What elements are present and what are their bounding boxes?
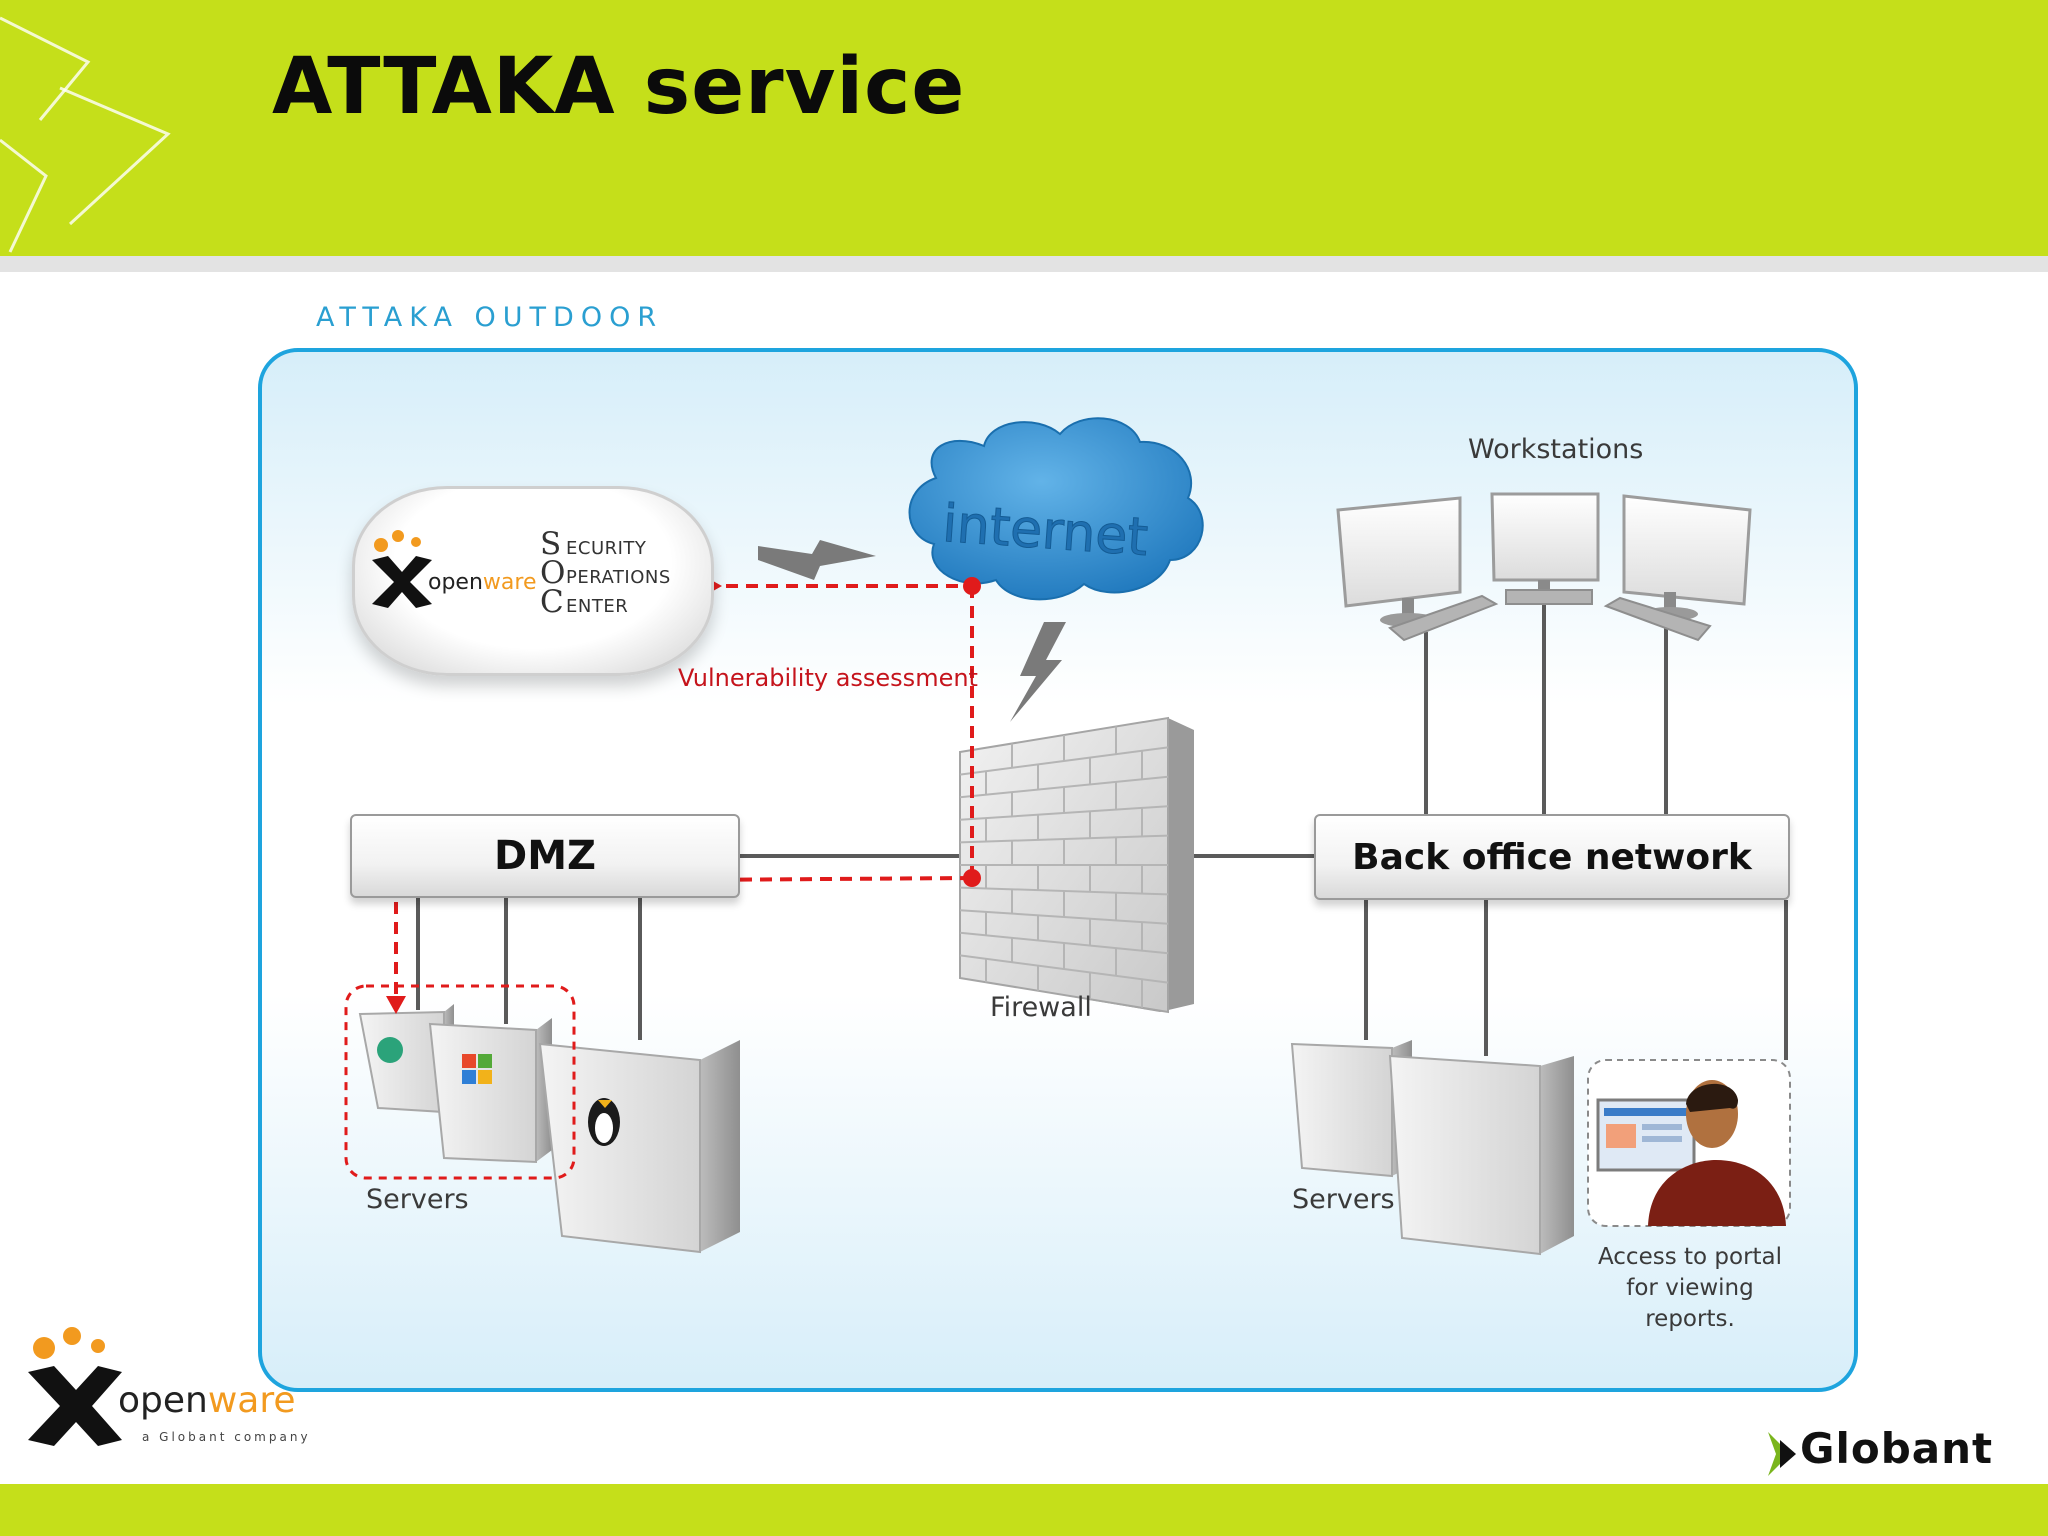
connector-lines bbox=[416, 604, 1788, 1060]
soc-initial: O bbox=[540, 555, 566, 591]
soc-initial: S bbox=[540, 526, 562, 562]
wordmark-open: open bbox=[428, 570, 483, 595]
servers-right-label: Servers bbox=[1292, 1184, 1395, 1215]
wordmark-open: open bbox=[118, 1380, 208, 1421]
lightning-bolt-icon bbox=[758, 540, 876, 580]
soc-openware-wordmark: openware bbox=[428, 570, 536, 595]
back-office-network-bar: Back office network bbox=[1314, 814, 1790, 900]
workstations-label: Workstations bbox=[1468, 434, 1644, 465]
servers-left-label: Servers bbox=[366, 1184, 469, 1215]
workstation-icon bbox=[1603, 494, 1752, 642]
footer-openware-tagline: a Globant company bbox=[142, 1430, 311, 1444]
soc-badge bbox=[352, 486, 714, 676]
firewall-label: Firewall bbox=[990, 992, 1092, 1023]
portal-user-icon bbox=[1587, 1059, 1791, 1227]
wordmark-ware: ware bbox=[482, 570, 537, 595]
wordmark-ware: ware bbox=[207, 1380, 296, 1421]
internet-cloud-icon bbox=[908, 417, 1204, 601]
footer-band bbox=[0, 1484, 2048, 1536]
scanned-servers-highlight bbox=[344, 984, 576, 1180]
vulnerability-assessment-label: Vulnerability assessment bbox=[678, 664, 978, 692]
globant-logo: Globant bbox=[1800, 1424, 1994, 1473]
workstation-icon bbox=[1490, 492, 1600, 605]
soc-word: ECURITY bbox=[566, 538, 647, 559]
soc-initial: C bbox=[540, 584, 564, 620]
openware-logo-icon bbox=[28, 1327, 122, 1446]
soc-word: ENTER bbox=[566, 596, 629, 617]
internet-label: internet bbox=[941, 494, 1150, 568]
footer-openware-wordmark: openware bbox=[118, 1380, 296, 1421]
dmz-bar: DMZ bbox=[350, 814, 740, 898]
portal-caption: Access to portal for viewing reports. bbox=[1590, 1242, 1790, 1335]
workstation-icon bbox=[1336, 496, 1499, 642]
globant-logo-icon bbox=[1768, 1432, 1796, 1476]
lightning-bolt-icon bbox=[1010, 622, 1066, 722]
section-label: ATTAKA OUTDOOR bbox=[316, 302, 664, 333]
server-icon bbox=[1388, 1054, 1574, 1256]
firewall-icon bbox=[959, 716, 1194, 1014]
header-divider bbox=[0, 256, 2048, 272]
soc-word: PERATIONS bbox=[566, 567, 671, 588]
portal-caption-line: for viewing bbox=[1626, 1275, 1754, 1301]
portal-caption-line: Access to portal bbox=[1597, 1244, 1783, 1270]
header-band bbox=[0, 0, 2048, 256]
slide-title: ATTAKA service bbox=[272, 42, 966, 132]
decorative-arrows-icon bbox=[0, 16, 171, 253]
linux-server-icon bbox=[538, 1040, 740, 1254]
portal-caption-line: reports. bbox=[1645, 1306, 1735, 1332]
